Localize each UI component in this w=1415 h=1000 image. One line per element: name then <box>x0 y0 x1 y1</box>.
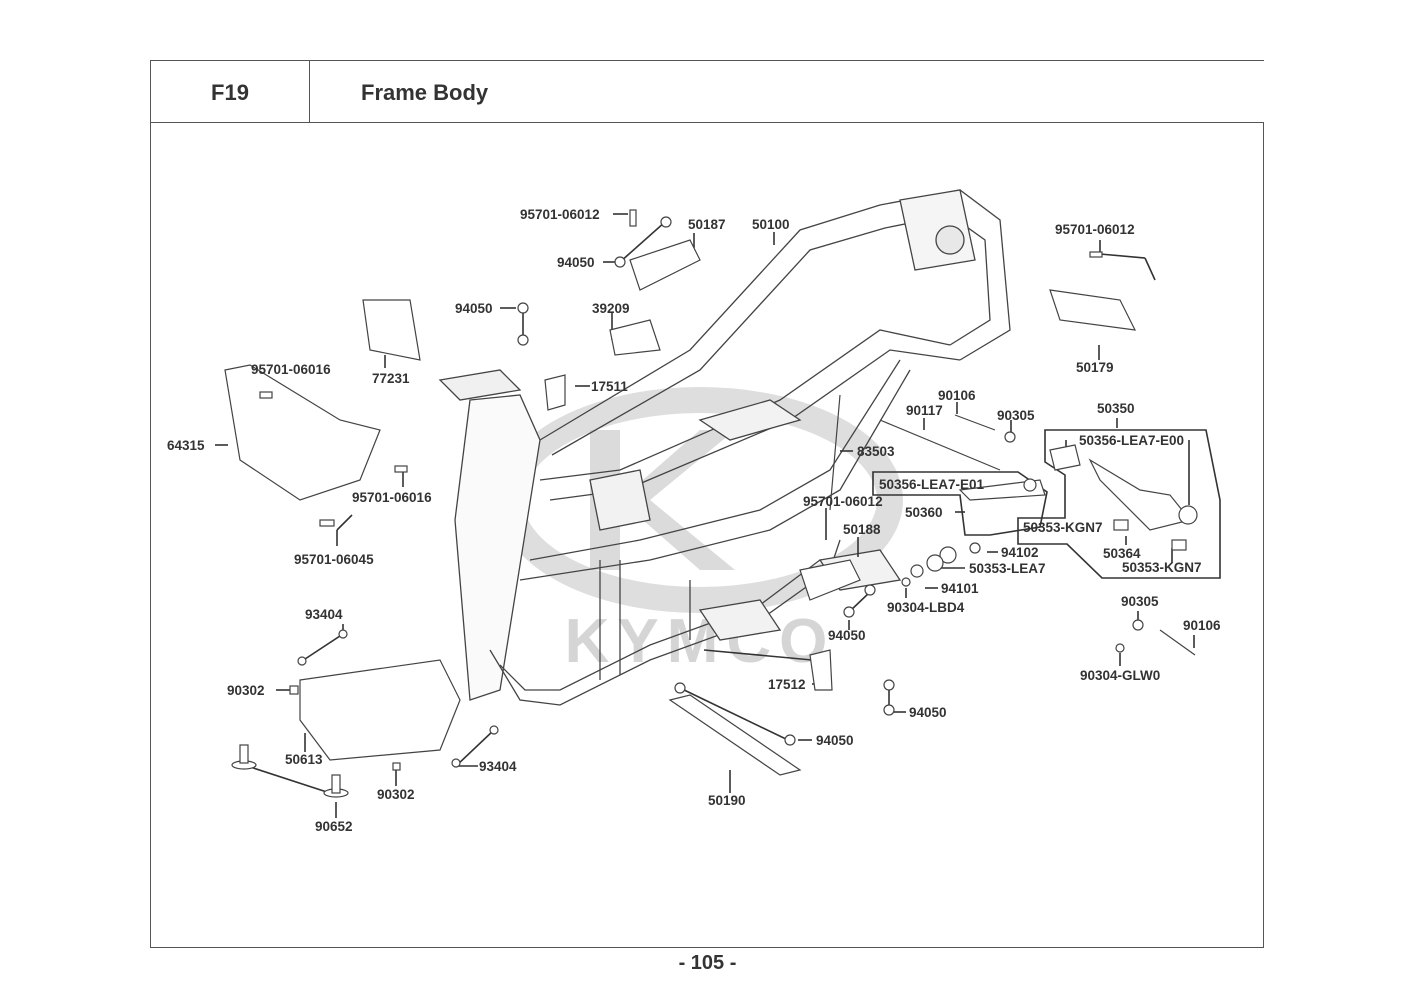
callout-label: 50100 <box>752 217 790 232</box>
callout-label: 50356-LEA7-E01 <box>879 477 985 492</box>
main-frame-50100 <box>438 189 1011 706</box>
callout-label: 95701-06012 <box>1055 222 1135 237</box>
callout-label: 94050 <box>455 301 493 316</box>
callout-label: 90304-LBD4 <box>887 600 965 615</box>
kymco-watermark-text: KYMCO <box>565 607 836 676</box>
callout-label: 50356-LEA7-E00 <box>1079 433 1185 448</box>
callout-label: 94050 <box>557 255 595 270</box>
callout-label: 94101 <box>941 581 979 596</box>
component-parts <box>224 209 1198 798</box>
callout-label: 50187 <box>688 217 726 232</box>
callout-label: 94050 <box>828 628 866 643</box>
callout-label: 50179 <box>1076 360 1114 375</box>
callout-label: 93404 <box>305 607 343 622</box>
callout-label: 50350 <box>1097 401 1135 416</box>
callout-label: 95701-06045 <box>294 552 374 567</box>
callout-label: 83503 <box>857 444 895 459</box>
callout-label: 90302 <box>227 683 265 698</box>
assembly-group-outline-50350 <box>872 429 1221 579</box>
callout-label: 50353-LEA7 <box>969 561 1046 576</box>
callout-label: 94102 <box>1001 545 1039 560</box>
callout-label: 95701-06012 <box>520 207 600 222</box>
callout-label: 95701-06012 <box>803 494 883 509</box>
callout-label: 64315 <box>167 438 205 453</box>
callout-label: 77231 <box>372 371 410 386</box>
callout-label: 50190 <box>708 793 746 808</box>
section-title: Frame Body <box>361 80 489 105</box>
callout-label: 93404 <box>479 759 517 774</box>
diagram-frame <box>150 122 1264 948</box>
callout-label: 94050 <box>816 733 854 748</box>
callout-label: 90302 <box>377 787 415 802</box>
callout-label: 95701-06016 <box>251 362 331 377</box>
callout-label: 50364 <box>1103 546 1141 561</box>
callout-label: 94050 <box>909 705 947 720</box>
section-code: F19 <box>211 80 249 105</box>
callout-label: 17512 <box>768 677 806 692</box>
section-title-box <box>309 60 1264 123</box>
callout-label: 90106 <box>1183 618 1221 633</box>
page-number: - 105 - <box>678 952 737 974</box>
callout-label: 90305 <box>997 408 1035 423</box>
leader-lines <box>215 213 1195 818</box>
callout-label: 90106 <box>938 388 976 403</box>
callout-label: 50360 <box>905 505 943 520</box>
callout-label: 90304-GLW0 <box>1080 668 1161 683</box>
callout-label: 90652 <box>315 819 353 834</box>
callout-label: 50353-KGN7 <box>1023 520 1103 535</box>
callout-label: 90305 <box>1121 594 1159 609</box>
callout-label: 95701-06016 <box>352 490 432 505</box>
callout-label: 50613 <box>285 752 323 767</box>
callout-label: 50353-KGN7 <box>1122 560 1202 575</box>
callout-label: 39209 <box>592 301 630 316</box>
callout-label: 17511 <box>591 379 628 394</box>
callout-label: 90117 <box>906 403 943 418</box>
callout-label: 50188 <box>843 522 881 537</box>
